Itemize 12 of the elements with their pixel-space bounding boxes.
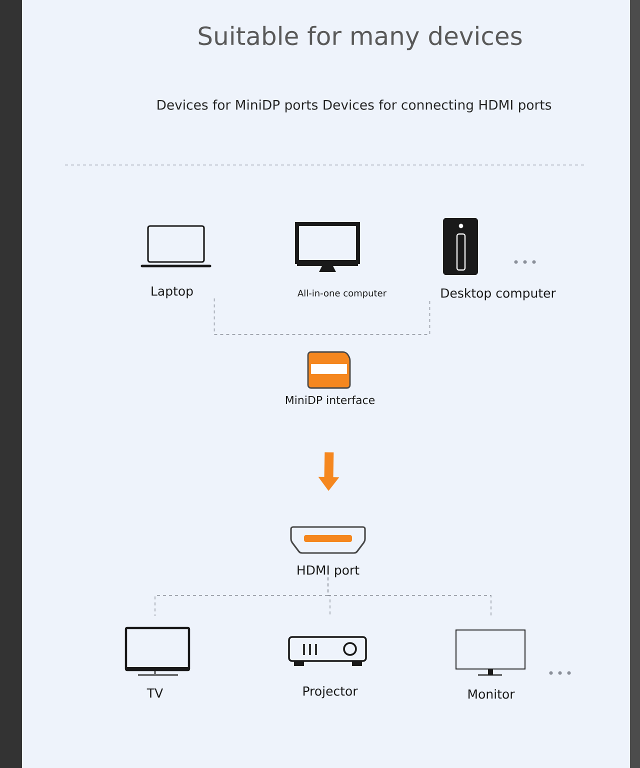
device-label: Monitor [468, 689, 515, 699]
device-label: Projector [303, 686, 358, 698]
connector-line [214, 298, 430, 335]
device-label: Laptop [152, 286, 193, 298]
subtitle: Devices for MiniDP ports Devices for connecting HDMI ports [158, 100, 552, 112]
title: Suitable for many devices [198, 26, 522, 50]
device-label: Desktop computer [441, 288, 556, 300]
device-label: TV [146, 688, 163, 698]
device-label: All-in-one computer [298, 290, 387, 298]
device-label: HDMI port [298, 566, 360, 578]
device-label: MiniDP interface [286, 396, 375, 404]
connector-line [328, 577, 492, 616]
